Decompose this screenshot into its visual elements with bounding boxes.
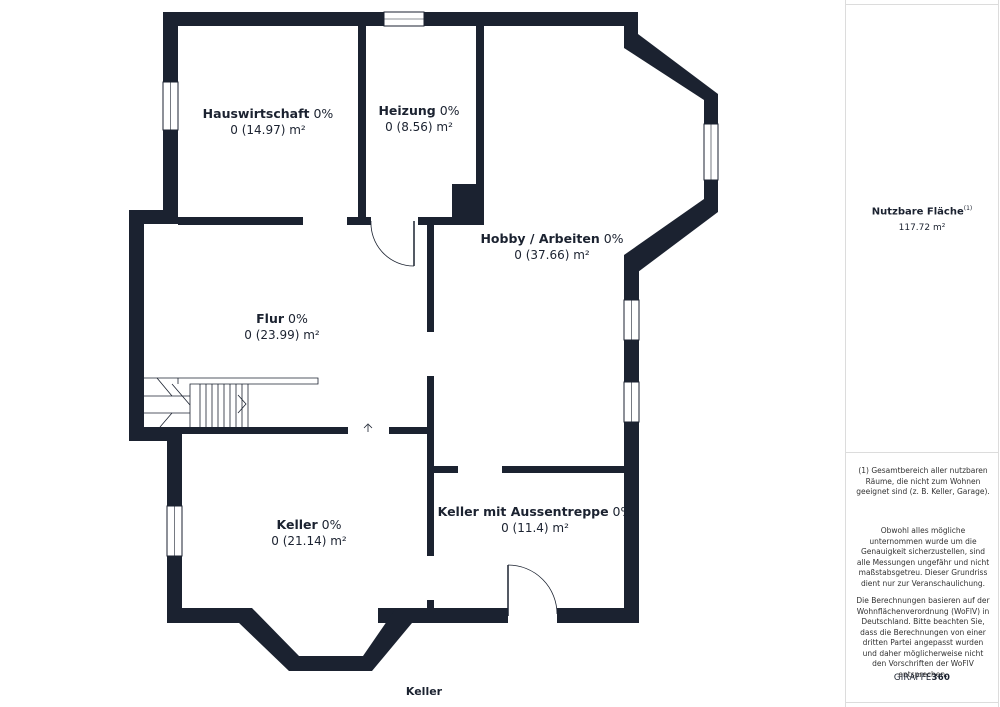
room-name: Keller (276, 517, 318, 532)
usable-area-value: 117.72 m² (898, 223, 946, 233)
bay-wall-right (624, 34, 718, 272)
divider-middle (846, 452, 998, 453)
room-area: 0 (14.97) m² (230, 123, 306, 137)
side-panel: Nutzbare Fläche(1) 117.72 m² (1) Gesamtb… (845, 0, 999, 707)
room-name: Hobby / Arbeiten (480, 231, 600, 246)
room-area: 0 (11.4) m² (501, 521, 569, 535)
room-name: Heizung (378, 103, 436, 118)
brand-name: GIRAFFE (893, 673, 932, 683)
room-hauswirtschaft: Hauswirtschaft 0% 0 (14.97) m² (203, 105, 334, 139)
footnote-marker: (1) (963, 205, 973, 212)
usable-area-label: Nutzbare Fläche (871, 206, 964, 218)
room-heizung: Heizung 0% 0 (8.56) m² (378, 102, 459, 136)
room-hobby-arbeiten: Hobby / Arbeiten 0% 0 (37.66) m² (480, 230, 623, 264)
room-keller-mit-aussentreppe: Keller mit Aussentreppe 0% 0 (11.4) m² (438, 503, 633, 537)
room-percent: 0% (288, 311, 308, 326)
footnote-text: (1) Gesamtbereich aller nutzbaren Räume,… (856, 466, 990, 496)
room-percent: 0% (612, 504, 633, 519)
divider-top (846, 4, 998, 5)
room-percent: 0% (313, 106, 334, 121)
room-name: Hauswirtschaft (202, 106, 310, 121)
brand-logo: GIRAFFE360 (846, 673, 998, 683)
divider-bottom (846, 702, 998, 703)
disclaimer-accuracy: Obwohl alles mögliche unternommen wurde … (856, 526, 990, 588)
brand-number: 360 (931, 673, 951, 683)
room-area: 0 (23.99) m² (244, 328, 320, 342)
doors (363, 220, 558, 616)
room-name: Keller mit Aussentreppe (437, 504, 609, 519)
room-keller: Keller 0% 0 (21.14) m² (271, 516, 346, 550)
floor-name: Keller (405, 685, 443, 698)
room-flur: Flur 0% 0 (23.99) m² (244, 310, 319, 344)
stairs (144, 377, 319, 428)
room-percent: 0% (603, 231, 624, 246)
bay-wall-bottom (238, 608, 412, 671)
usable-area-title: Nutzbare Fläche(1) (846, 205, 998, 217)
disclaimer-woflv: Die Berechnungen basieren auf der Wohnfl… (856, 596, 990, 679)
floor-plan (129, 11, 719, 671)
room-area: 0 (8.56) m² (385, 120, 453, 134)
room-percent: 0% (439, 103, 460, 118)
room-area: 0 (21.14) m² (271, 534, 347, 548)
interior-walls (144, 26, 626, 610)
room-percent: 0% (321, 517, 342, 532)
window-lines (170, 18, 712, 556)
room-name: Flur (256, 311, 285, 326)
exterior-walls (129, 12, 639, 623)
room-area: 0 (37.66) m² (514, 248, 590, 262)
